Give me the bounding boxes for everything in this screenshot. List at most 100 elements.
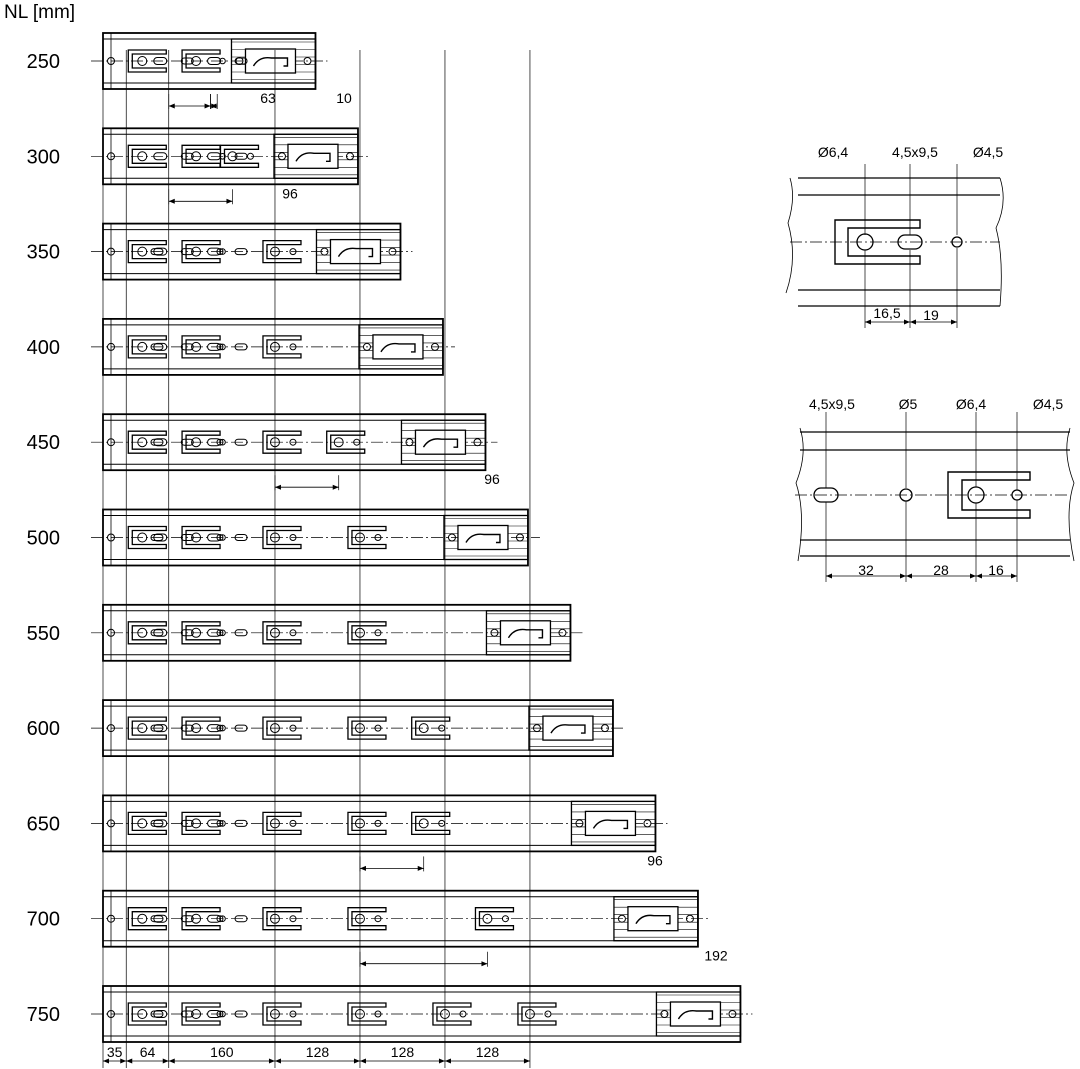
mount-hole-small — [289, 534, 297, 541]
mount-slot — [153, 152, 168, 161]
inter-dimension — [168, 103, 211, 109]
cap-hole-rear — [303, 57, 312, 65]
arrow-right — [204, 103, 211, 109]
small-hole — [216, 1010, 224, 1018]
arrow-left — [168, 198, 175, 204]
detail2-dim-label: 16 — [988, 562, 1004, 578]
screw-slot — [234, 534, 248, 541]
hook-icon — [380, 342, 416, 353]
small-hole — [219, 438, 226, 446]
screw-slot — [180, 534, 194, 541]
dimension-label: 192 — [704, 948, 728, 964]
small-hole — [219, 1010, 226, 1018]
bottom-dimension — [359, 1058, 445, 1064]
mount-hole — [137, 532, 148, 543]
hook-icon — [295, 152, 331, 162]
rear-cap — [315, 228, 402, 275]
mount-bracket — [347, 621, 387, 645]
mount-slot — [153, 819, 168, 828]
bracket-outline — [127, 716, 167, 740]
bracket-outline — [347, 716, 387, 740]
small-hole — [216, 819, 224, 827]
arrow-right — [353, 1058, 360, 1064]
mount-bracket — [262, 907, 302, 931]
bottom-dimension-label: 64 — [140, 1044, 156, 1060]
mount-hole — [191, 151, 202, 162]
mount-bracket — [347, 907, 387, 931]
mount-slot — [153, 1010, 168, 1018]
rail-450: 450 — [27, 413, 498, 472]
mount-bracket — [181, 1002, 221, 1026]
mount-bracket — [411, 811, 451, 836]
mount-hole — [137, 627, 148, 638]
mount-hole-small — [289, 819, 297, 827]
bracket-outline — [181, 1002, 221, 1026]
arrow-right — [211, 103, 218, 109]
inter-dimension — [274, 484, 339, 490]
cap-hole-rear — [473, 438, 482, 447]
mount-bracket — [127, 621, 167, 645]
mount-hole-small — [374, 819, 382, 827]
front-hole — [107, 914, 115, 923]
bracket-outline — [411, 716, 451, 740]
mount-hole — [137, 246, 148, 257]
arrow-left — [826, 573, 832, 579]
bracket-outline — [474, 907, 515, 931]
inter-dimension — [168, 198, 233, 204]
arrow-right — [904, 319, 910, 325]
mount-bracket — [181, 716, 221, 740]
mount-bracket — [262, 811, 302, 836]
mount-slot — [207, 247, 222, 256]
mount-hole — [333, 437, 344, 448]
bracket-outline — [181, 907, 221, 931]
mount-bracket — [181, 621, 221, 645]
small-hole — [219, 724, 226, 732]
bracket-outline — [326, 430, 366, 454]
mount-bracket — [127, 239, 167, 264]
small-hole — [216, 534, 224, 541]
mount-bracket — [181, 525, 221, 550]
arrow-left — [168, 1058, 175, 1064]
bracket-outline — [262, 430, 302, 454]
mount-hole — [137, 1009, 148, 1019]
rail-600: 600 — [27, 699, 625, 757]
mount-slot — [153, 342, 168, 351]
detail2-dim-label: 28 — [933, 562, 949, 578]
dimension-label: 96 — [484, 471, 500, 487]
mount-bracket — [181, 430, 221, 454]
mount-bracket — [127, 430, 167, 454]
cap-hole-rear — [515, 533, 524, 542]
bottom-dimension-label: 128 — [476, 1044, 500, 1060]
bracket-outline — [347, 811, 387, 836]
mount-bracket — [181, 239, 221, 264]
rail-650: 650 — [27, 794, 668, 853]
bracket-outline — [517, 1002, 557, 1026]
front-hole — [107, 724, 115, 733]
arrow-right — [417, 865, 424, 871]
hook-icon — [465, 533, 501, 544]
screw-slot — [150, 534, 164, 541]
front-hole — [107, 1010, 115, 1018]
mount-hole — [137, 723, 148, 734]
small-hole — [216, 915, 224, 923]
rear-cap — [655, 991, 742, 1037]
rear-cap — [230, 38, 317, 84]
arrow-right — [268, 1058, 275, 1064]
bracket-outline — [127, 811, 167, 836]
screw-slot — [180, 915, 194, 923]
cap-hole-rear — [345, 152, 354, 161]
cap-hole — [277, 152, 286, 161]
screw-slot — [180, 438, 194, 446]
screw-slot — [234, 819, 248, 827]
mount-slot — [207, 342, 222, 351]
bracket-outline — [347, 1002, 387, 1026]
bracket-outline — [127, 430, 167, 454]
detail-front-bracket — [785, 177, 1004, 307]
mount-bracket — [219, 144, 260, 168]
screw-slot — [150, 915, 164, 923]
cap-hole-rear — [600, 724, 609, 733]
mount-hole — [191, 627, 202, 638]
detail2-dim — [976, 573, 1017, 579]
break-line — [795, 427, 804, 562]
